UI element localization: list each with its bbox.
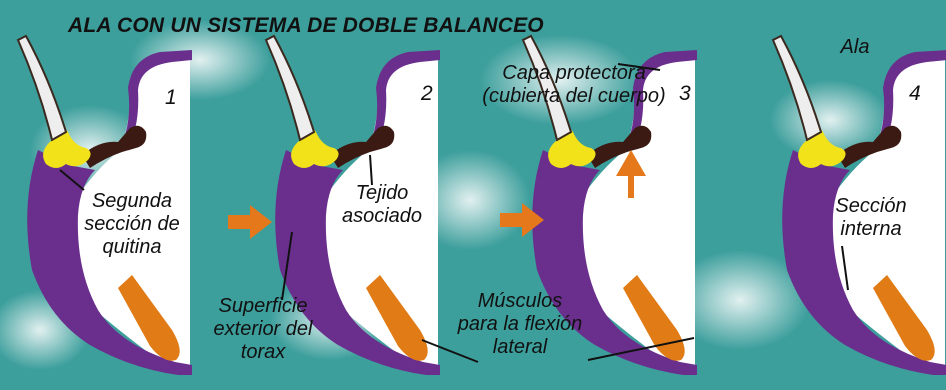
panel-number-2: 2	[421, 82, 433, 105]
label-protective-layer: Capa protectora (cubierta del cuerpo)	[482, 62, 666, 107]
diagram-title: ALA CON UN SISTEMA DE DOBLE BALANCEO	[68, 14, 544, 37]
panel-number-4: 4	[909, 82, 921, 105]
up-arrow-icon	[616, 150, 646, 198]
label-second-chitin: Segunda sección de quitina	[84, 190, 180, 258]
label-internal-section: Sección interna	[835, 195, 907, 240]
label-associated-tissue: Tejido asociado	[341, 182, 423, 227]
label-wing: Ala	[840, 36, 870, 58]
panel-number-3: 3	[679, 82, 691, 105]
label-thorax-surface: Superficie exterior del torax	[213, 295, 313, 363]
label-flexion-muscles: Músculos para la flexión lateral	[457, 290, 583, 358]
panel-number-1: 1	[165, 86, 177, 109]
